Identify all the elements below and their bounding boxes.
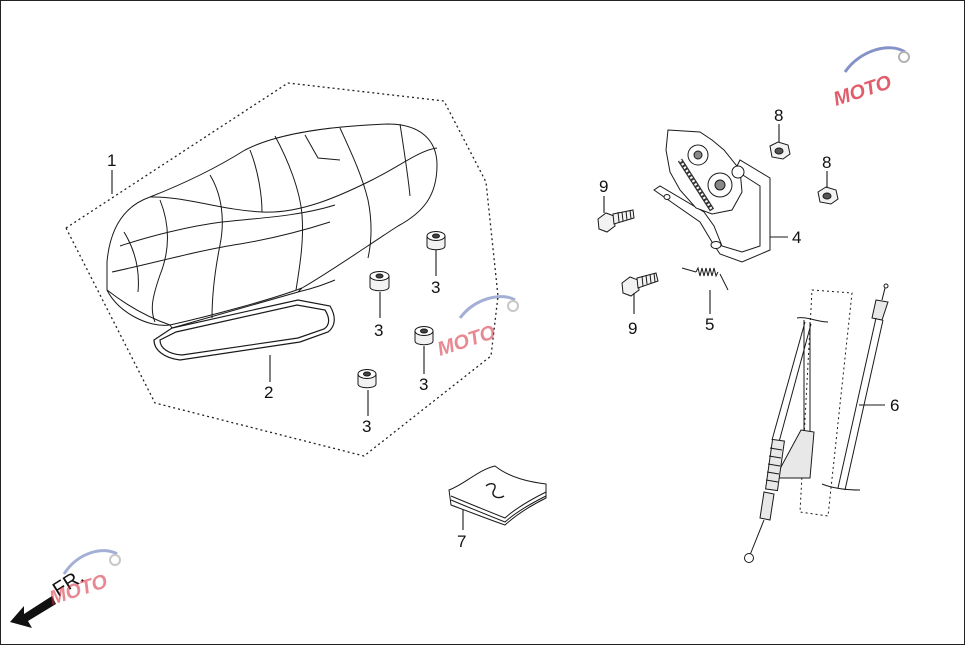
owners-manual-part[interactable] xyxy=(448,465,547,526)
leader-lines-right xyxy=(462,124,885,530)
callout-3c: 3 xyxy=(419,375,428,394)
callout-7: 7 xyxy=(457,532,466,551)
callout-8a: 8 xyxy=(774,106,783,125)
return-spring-part[interactable] xyxy=(681,266,729,291)
callout-8b: 8 xyxy=(822,153,831,172)
seat-gasket-part[interactable] xyxy=(153,299,335,361)
callout-3d: 3 xyxy=(362,417,371,436)
callout-9a: 9 xyxy=(599,177,608,196)
callout-3a: 3 xyxy=(431,278,440,297)
front-arrow-icon xyxy=(10,596,56,628)
callout-9b: 9 xyxy=(628,319,637,338)
rubber-bumper-b[interactable] xyxy=(369,271,390,292)
watermark-text: MOTO xyxy=(435,321,499,360)
callout-1: 1 xyxy=(107,151,116,170)
flange-bolt-b[interactable] xyxy=(621,272,659,297)
flange-nut-b[interactable] xyxy=(817,186,839,205)
flange-nut-a[interactable] xyxy=(769,141,791,160)
watermark-text: MOTO xyxy=(831,71,895,110)
rubber-bumper-a[interactable] xyxy=(426,231,446,251)
flange-bolt-a[interactable] xyxy=(597,209,635,233)
seat-part[interactable] xyxy=(106,123,438,329)
callout-3b: 3 xyxy=(374,321,383,340)
callout-4: 4 xyxy=(792,228,801,247)
rubber-bumper-c[interactable] xyxy=(414,326,434,346)
seat-lock-part[interactable] xyxy=(653,129,788,263)
leader-lines-left xyxy=(111,170,437,416)
watermark-logo-middle: MOTO xyxy=(435,295,519,361)
callout-6: 6 xyxy=(890,396,899,415)
seat-release-cable-part[interactable] xyxy=(744,283,889,563)
callout-5: 5 xyxy=(705,315,714,334)
rubber-bumper-d[interactable] xyxy=(357,369,377,389)
callout-2: 2 xyxy=(264,383,273,402)
watermark-logo-top-right: MOTO xyxy=(831,46,910,111)
